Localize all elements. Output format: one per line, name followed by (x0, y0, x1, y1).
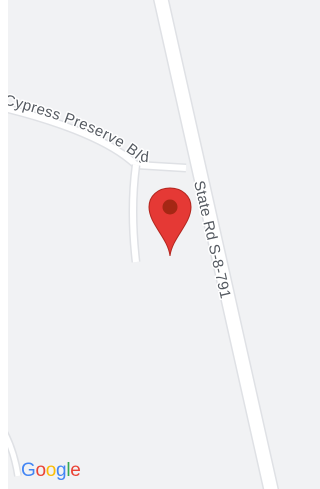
google-logo-letter: g (56, 460, 67, 481)
state-road[interactable] (154, 0, 278, 489)
map-layer: Cypress Preserve Blvd State Rd S-8-791 (8, 0, 280, 489)
google-logo-letter: G (21, 460, 36, 481)
map-pin-body (148, 187, 192, 257)
cypress-preserve-blvd-road[interactable] (8, 105, 187, 171)
road-label-cypress-preserve-blvd: Cypress Preserve Blvd (8, 92, 152, 169)
map-pin-icon[interactable] (148, 187, 192, 278)
google-logo-letter: l (66, 460, 71, 481)
google-logo[interactable]: Google (21, 461, 81, 480)
minor-road[interactable] (8, 430, 21, 477)
map-pin-center (162, 199, 178, 215)
google-logo-letter: o (35, 460, 46, 481)
google-logo-letter: o (45, 460, 57, 481)
map-canvas[interactable]: Cypress Preserve Blvd State Rd S-8-791 G… (8, 0, 320, 489)
spur-road[interactable] (130, 164, 139, 263)
road-label-cypress-text: Cypress Preserve Blvd (8, 92, 152, 169)
google-logo-letter: e (70, 460, 81, 481)
